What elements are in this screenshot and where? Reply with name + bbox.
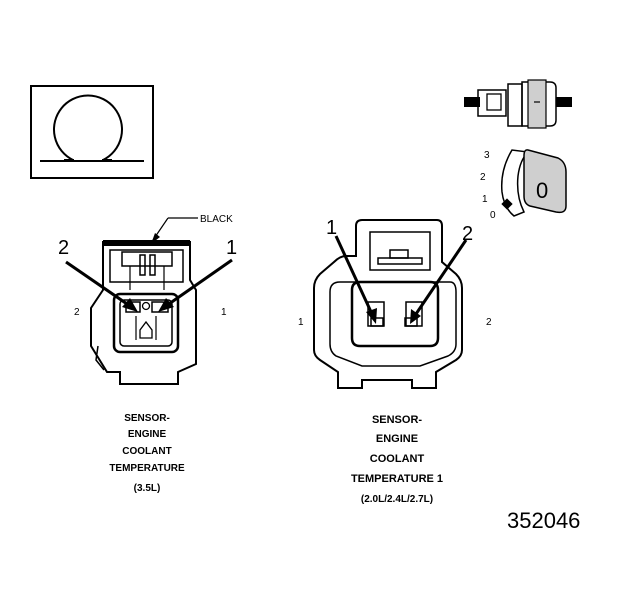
omega-symbol-box xyxy=(30,85,154,179)
caption: SENSOR- ENGINE COOLANT TEMPERATURE 1 (2.… xyxy=(351,414,443,505)
omega-icon xyxy=(40,94,144,162)
figure-number: 352046 xyxy=(507,508,580,533)
caption: SENSOR- ENGINE COOLANT TEMPERATURE (3.5L… xyxy=(109,413,185,494)
caption-line-1: SENSOR- xyxy=(124,413,170,424)
callout-label-left: 1 xyxy=(326,217,337,239)
side-label-left: 1 xyxy=(298,317,304,328)
lock-label: 0 xyxy=(536,178,548,203)
connector-3-5l: BLACK 2 1 2 1 SENSOR- ENGINE COOLANT xyxy=(58,214,237,494)
lock-position-3: 3 xyxy=(484,150,490,161)
wire-color-label: BLACK xyxy=(200,214,233,225)
connector-2-0l: 1 2 1 2 SENSOR- ENGINE COOLANT TEMPERATU… xyxy=(298,217,492,505)
side-label-right: 2 xyxy=(486,317,492,328)
lock-position-2: 2 xyxy=(480,172,486,183)
caption-line-5: (3.5L) xyxy=(134,483,161,494)
side-label-right: 1 xyxy=(221,307,227,318)
lock-position-0: 0 xyxy=(490,210,496,221)
lock-position-1: 1 xyxy=(482,194,488,205)
callout-label-right: 2 xyxy=(462,223,473,245)
caption-line-1: SENSOR- xyxy=(372,414,422,426)
caption-line-4: TEMPERATURE xyxy=(109,463,185,474)
side-label-left: 2 xyxy=(74,307,80,318)
callout-label-left: 2 xyxy=(58,237,69,259)
caption-line-4: TEMPERATURE 1 xyxy=(351,473,443,485)
caption-line-5: (2.0L/2.4L/2.7L) xyxy=(361,494,433,505)
caption-line-3: COOLANT xyxy=(370,453,425,465)
caption-line-3: COOLANT xyxy=(122,446,171,457)
caption-line-2: ENGINE xyxy=(376,433,418,445)
callout-label-right: 1 xyxy=(226,237,237,259)
connector-lock-diagram: 3 2 1 0 0 xyxy=(464,79,572,221)
caption-line-2: ENGINE xyxy=(128,429,167,440)
